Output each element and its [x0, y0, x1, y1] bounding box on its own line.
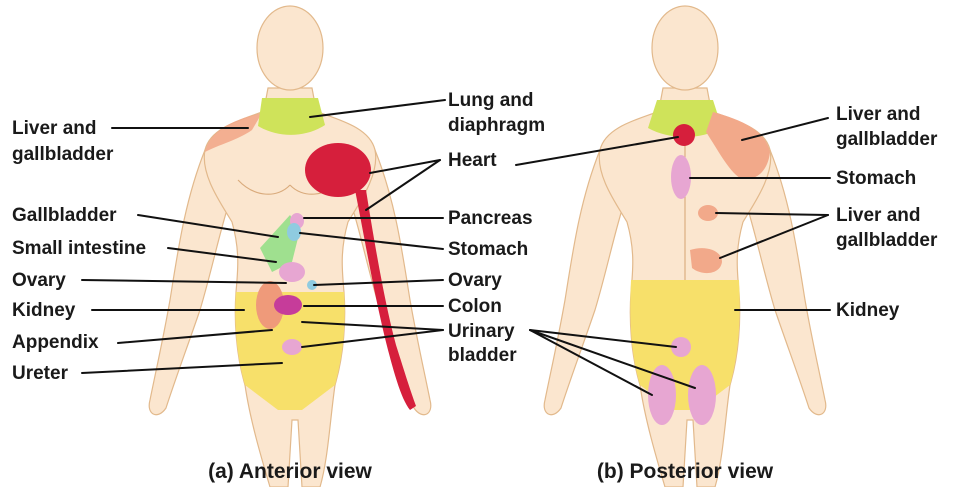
- anterior-stomach-zone: [287, 223, 301, 241]
- caption-anterior-view: (a) Anterior view: [208, 460, 372, 483]
- label-post-stomach: Stomach: [836, 168, 916, 189]
- anterior-head: [257, 6, 323, 90]
- label-urinary-bladder-line2: bladder: [448, 345, 517, 366]
- posterior-buttock-right-zone: [688, 365, 716, 425]
- anterior-left-labels: Liver and gallbladder Gallbladder Small …: [12, 118, 146, 384]
- label-lung-diaphragm-line2: diaphragm: [448, 115, 545, 136]
- label-post-kidney: Kidney: [836, 300, 900, 321]
- label-post-liver-gallbladder-mid-line2: gallbladder: [836, 230, 938, 251]
- center-labels: Lung and diaphragm Heart Pancreas Stomac…: [448, 90, 545, 366]
- label-post-liver-gallbladder-top-line1: Liver and: [836, 104, 920, 125]
- anterior-heart-zone: [305, 143, 371, 197]
- label-pancreas: Pancreas: [448, 208, 533, 229]
- label-stomach-center: Stomach: [448, 239, 528, 260]
- label-ureter: Ureter: [12, 363, 69, 384]
- label-ovary-center: Ovary: [448, 270, 502, 291]
- posterior-heart-zone: [673, 124, 695, 146]
- anterior-figure: [149, 6, 431, 487]
- label-post-liver-gallbladder-top-line2: gallbladder: [836, 129, 938, 150]
- label-colon: Colon: [448, 296, 502, 317]
- anterior-small-intestine-zone: [279, 262, 305, 282]
- posterior-head: [652, 6, 718, 90]
- anterior-colon-zone: [274, 295, 302, 315]
- label-kidney-left: Kidney: [12, 300, 76, 321]
- label-liver-gallbladder-line2: gallbladder: [12, 144, 114, 165]
- label-gallbladder: Gallbladder: [12, 205, 117, 226]
- label-lung-diaphragm-line1: Lung and: [448, 90, 533, 111]
- label-urinary-bladder-line1: Urinary: [448, 321, 515, 342]
- anterior-bladder-zone: [282, 339, 302, 355]
- caption-posterior-view: (b) Posterior view: [597, 460, 774, 483]
- label-appendix: Appendix: [12, 332, 99, 353]
- posterior-figure: [544, 6, 826, 487]
- posterior-stomach-zone: [671, 155, 691, 199]
- label-small-intestine: Small intestine: [12, 238, 146, 259]
- label-heart: Heart: [448, 150, 497, 171]
- label-liver-gallbladder-line1: Liver and: [12, 118, 96, 139]
- label-post-liver-gallbladder-mid-line1: Liver and: [836, 205, 920, 226]
- posterior-right-labels: Liver and gallbladder Stomach Liver and …: [836, 104, 938, 321]
- label-ovary-left: Ovary: [12, 270, 66, 291]
